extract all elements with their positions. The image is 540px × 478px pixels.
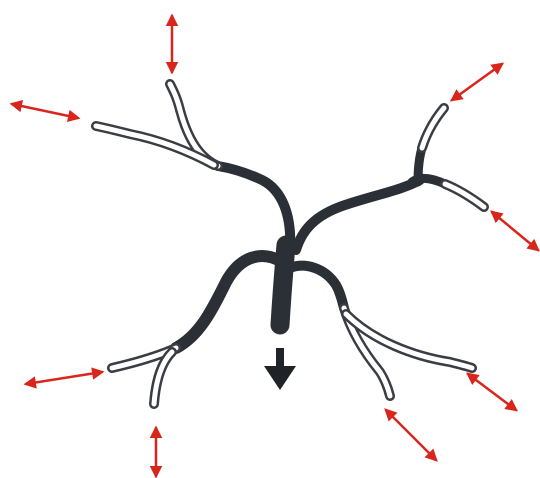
open-branch-upper-right (422, 108, 484, 207)
open-branch-upper-left (96, 84, 218, 166)
open-branch-lower-left (112, 348, 176, 404)
trunk-branch-upper-left (218, 166, 290, 250)
double-headed-arrow-icon (492, 212, 538, 250)
trunk-branch-right-up (418, 148, 422, 182)
double-headed-arrow-icon (452, 64, 502, 100)
dark-trunk (176, 148, 445, 348)
trunk-branch-upper-right (296, 180, 420, 250)
open-branch-lower-right (344, 308, 472, 396)
double-headed-arrow-icon (468, 374, 516, 410)
double-headed-arrow-icon (26, 372, 102, 384)
trunk-branch-lower-right (290, 266, 344, 308)
double-headed-arrow-icon (386, 410, 436, 460)
down-arrow-icon (264, 348, 296, 390)
double-arrows (12, 16, 538, 476)
trunk-branch-lower-left (176, 256, 282, 348)
double-headed-arrow-icon (12, 104, 78, 118)
